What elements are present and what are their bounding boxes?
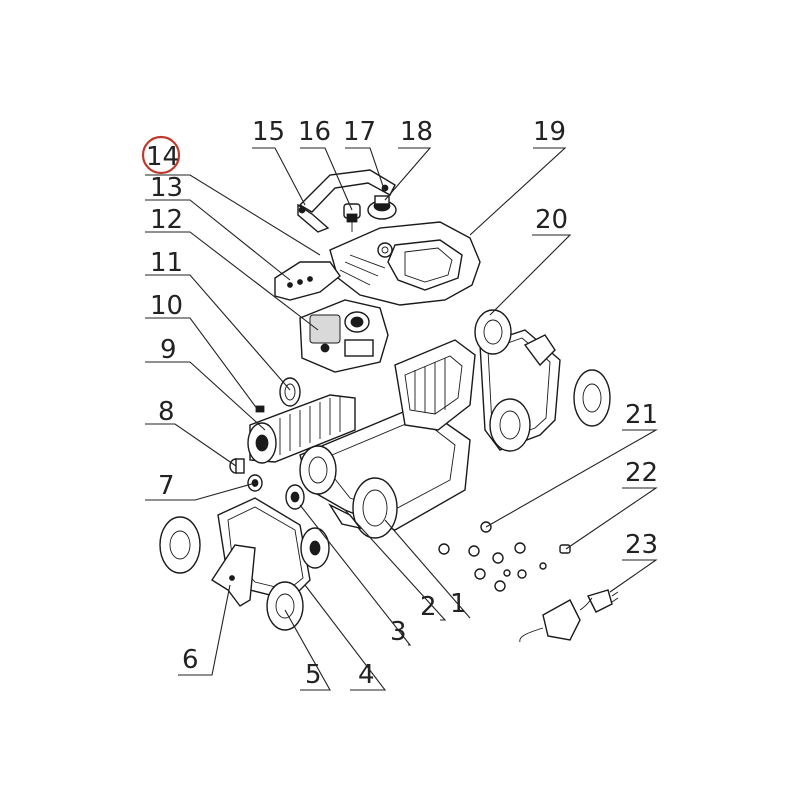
part-12-motor-block xyxy=(299,299,389,373)
callout-17: 17 xyxy=(343,117,376,147)
callout-8: 8 xyxy=(158,397,175,427)
callout-11: 11 xyxy=(150,248,183,278)
part-6-bracket xyxy=(211,544,256,607)
part-23-power-adapter xyxy=(519,589,619,643)
part-22-connector xyxy=(559,544,571,554)
callout-20: 20 xyxy=(535,205,568,235)
callout-23: 23 xyxy=(625,530,658,560)
callout-4: 4 xyxy=(358,660,375,690)
part-9-brush-roller xyxy=(247,394,356,464)
callout-10: 10 xyxy=(150,291,183,321)
part-8-end-cap xyxy=(229,458,245,474)
callout-12: 12 xyxy=(150,205,183,235)
part-21-fasteners xyxy=(438,521,547,592)
callout-3: 3 xyxy=(390,617,407,647)
leader-lines xyxy=(145,147,659,691)
callout-15: 15 xyxy=(252,117,285,147)
part-10-screw xyxy=(255,405,265,413)
callout-18: 18 xyxy=(400,117,433,147)
callout-6: 6 xyxy=(182,645,199,675)
part-filter-frame xyxy=(394,339,476,431)
callout-5: 5 xyxy=(305,660,322,690)
callout-16: 16 xyxy=(298,117,331,147)
callout-1: 1 xyxy=(450,589,467,619)
part-1-chassis xyxy=(299,404,471,539)
callout-7: 7 xyxy=(158,471,175,501)
callout-13: 13 xyxy=(150,173,183,203)
callout-19: 19 xyxy=(533,117,566,147)
callout-14: 14 xyxy=(146,142,179,172)
part-16-connector xyxy=(343,203,361,232)
callout-9: 9 xyxy=(160,335,177,365)
callout-21: 21 xyxy=(625,400,658,430)
callout-22: 22 xyxy=(625,458,658,488)
callout-numbers: 14 13 12 11 10 9 8 7 6 5 4 3 2 1 15 16 1… xyxy=(141,117,658,690)
part-19-top-cover xyxy=(329,221,481,306)
callout-2: 2 xyxy=(420,592,437,622)
part-20-track-right xyxy=(474,309,611,452)
part-13-side-panel xyxy=(274,261,341,301)
part-18-knob xyxy=(367,195,397,220)
highlight-circle xyxy=(141,135,181,175)
